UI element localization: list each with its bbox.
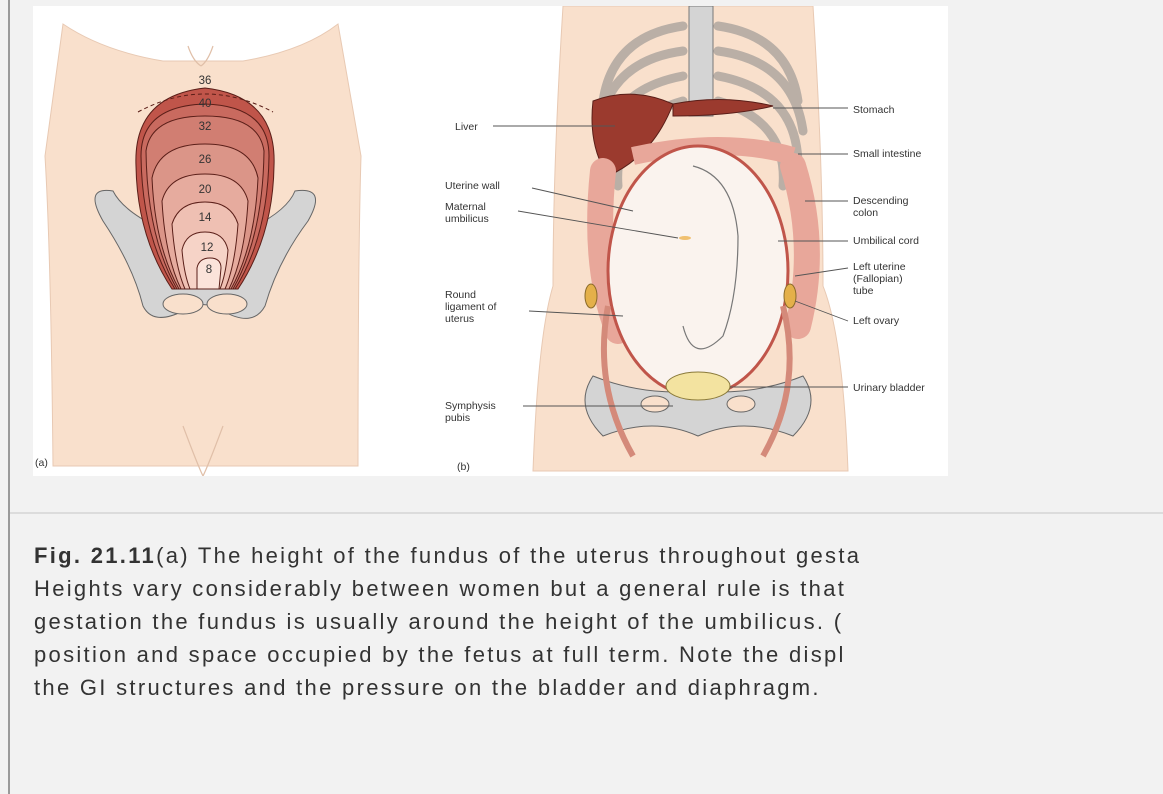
week-26-label: 26 <box>199 154 212 166</box>
label-uterus: uterus <box>445 313 474 325</box>
label-left-ovary: Left ovary <box>853 315 900 327</box>
panel-a: 36 40 32 26 20 14 12 8 (a) <box>35 24 361 476</box>
label-urinary-bladder: Urinary bladder <box>853 382 925 394</box>
label-ligament-of: ligament of <box>445 301 496 313</box>
caption-line-2: Heights vary considerably between women … <box>34 572 1163 605</box>
panel-b: Liver Uterine wall Maternal umbilicus Ro… <box>445 6 925 473</box>
caption-separator <box>10 512 1163 514</box>
left-border-rule <box>8 0 10 794</box>
label-colon: colon <box>853 207 878 219</box>
week-14-label: 14 <box>199 212 212 224</box>
figure-caption: Fig. 21.11(a) The height of the fundus o… <box>34 539 1163 704</box>
figure-svg: 36 40 32 26 20 14 12 8 (a) <box>33 6 948 476</box>
week-32-label: 32 <box>199 121 212 133</box>
caption-text-1: (a) The height of the fundus of the uter… <box>156 543 861 568</box>
label-pubis: pubis <box>445 412 470 424</box>
panel-b-label: (b) <box>457 461 470 473</box>
label-symphysis: Symphysis <box>445 400 496 412</box>
label-fallopian: (Fallopian) <box>853 273 903 285</box>
caption-line-1: Fig. 21.11(a) The height of the fundus o… <box>34 539 1163 572</box>
caption-line-3: gestation the fundus is usually around t… <box>34 605 1163 638</box>
label-uterine-wall: Uterine wall <box>445 180 500 192</box>
week-20-label: 20 <box>199 184 212 196</box>
week-40-label: 40 <box>199 98 212 110</box>
label-tube: tube <box>853 285 874 297</box>
label-umbilicus: umbilicus <box>445 213 489 225</box>
label-small-intestine: Small intestine <box>853 148 921 160</box>
label-umbilical-cord: Umbilical cord <box>853 235 919 247</box>
caption-line-4: position and space occupied by the fetus… <box>34 638 1163 671</box>
urinary-bladder <box>666 372 730 400</box>
label-liver: Liver <box>455 121 478 133</box>
label-descending: Descending <box>853 195 909 207</box>
week-36-label: 36 <box>199 75 212 87</box>
label-maternal: Maternal <box>445 201 486 213</box>
label-stomach: Stomach <box>853 104 895 116</box>
uterus-full-term <box>608 146 788 396</box>
panel-a-label: (a) <box>35 457 48 469</box>
figure-image: 36 40 32 26 20 14 12 8 (a) <box>33 6 948 476</box>
label-round: Round <box>445 289 476 301</box>
figure-number: Fig. 21.11 <box>34 543 156 568</box>
week-12-label: 12 <box>201 242 214 254</box>
label-left-uterine: Left uterine <box>853 261 906 273</box>
week-8-label: 8 <box>206 264 212 276</box>
caption-line-5: the GI structures and the pressure on th… <box>34 671 1163 704</box>
